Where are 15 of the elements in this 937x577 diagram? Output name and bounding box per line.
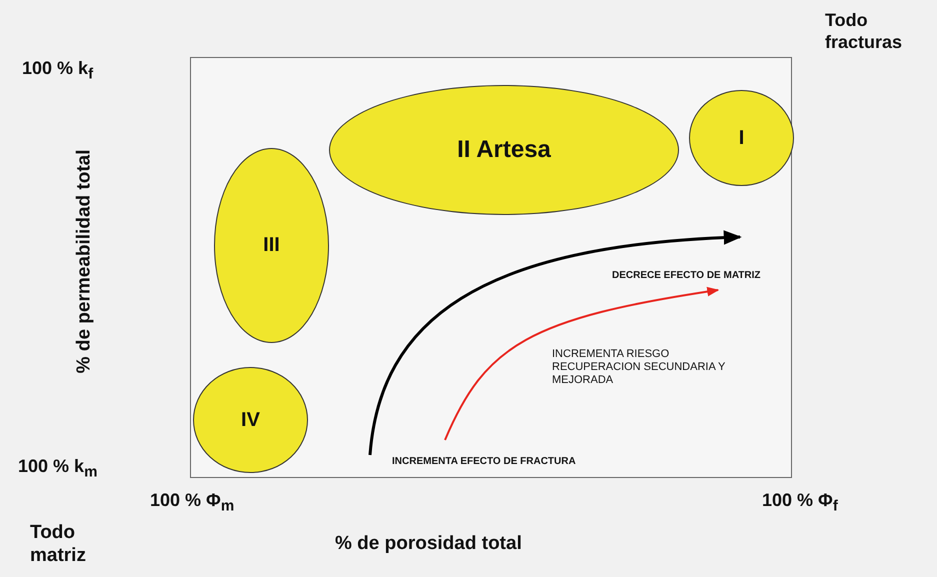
chart-label: INCREMENTA RIESGO RECUPERACION SECUNDARIA Y MEJORADA [552,348,726,388]
ellipse-label: III [263,234,280,257]
chart-label: INCREMENTA EFECTO DE FRACTURA [392,456,577,468]
chart-label: 100 % k$_{f}$ [22,58,94,84]
chart-label: % de porosidad total [335,533,523,556]
chart-label: 100 % Φ$_{f}$ [762,490,839,516]
chart-label: Todo matriz [30,522,87,568]
chart-label: 100 % Φ$_{m}$ [150,490,236,516]
chart-label: 100 % k$_{m}$ [18,456,98,482]
chart-label: DECRECE EFECTO DE MATRIZ [612,270,762,282]
ellipse-label: IV [241,408,260,432]
chart-label: Todo fracturas [825,10,904,54]
ellipse-label: I [738,126,744,150]
axis-title: % de permeabilidad total [74,148,96,376]
ellipse-label: II Artesa [457,136,551,164]
